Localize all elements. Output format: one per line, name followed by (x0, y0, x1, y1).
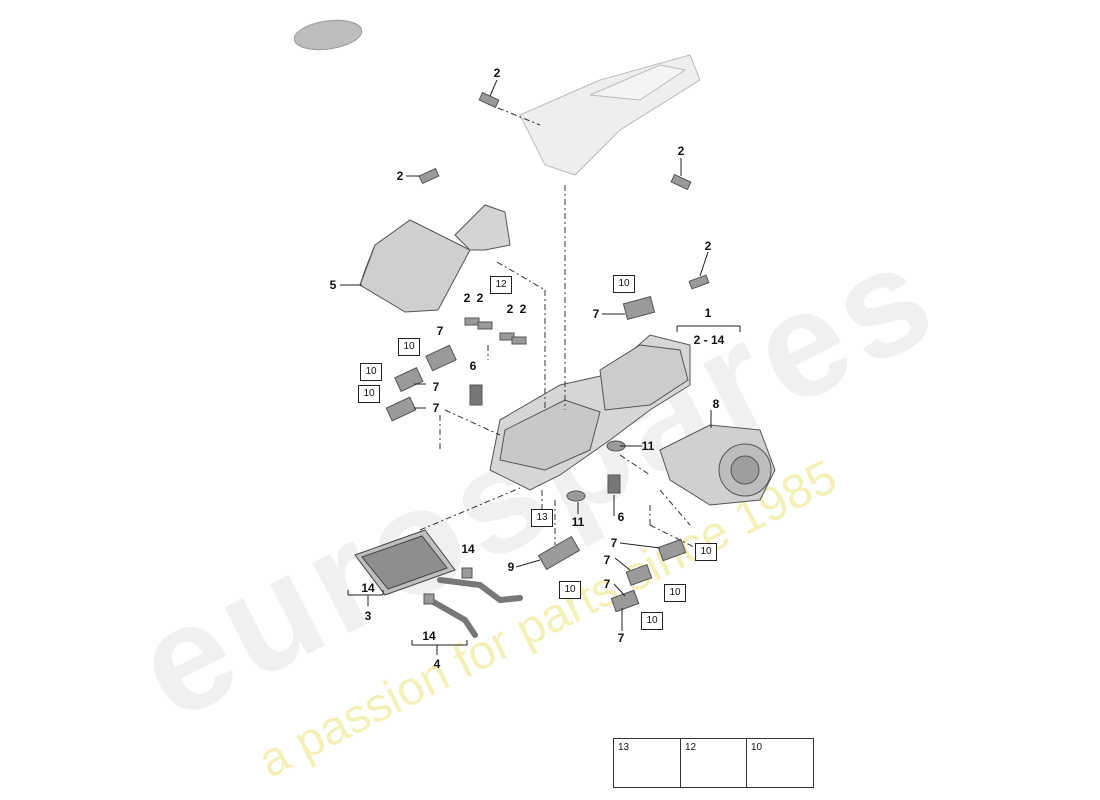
legend-number: 12 (685, 742, 697, 753)
filter-housing (359, 204, 511, 313)
boxed-callout-13: 13 (531, 509, 553, 527)
callout-6: 6 (617, 510, 625, 524)
leader-lines (340, 79, 741, 655)
callout-2: 2 (506, 302, 514, 316)
boxed-callout-10: 10 (360, 363, 382, 381)
callout-7: 7 (592, 307, 600, 321)
blower-motor (659, 424, 776, 506)
callout-11: 11 (641, 439, 655, 453)
legend-number: 10 (751, 742, 763, 753)
boxed-callout-12: 12 (490, 276, 512, 294)
legend-cell: 13 (614, 739, 680, 787)
callout-7: 7 (603, 553, 611, 567)
legend-cell: 12 (680, 739, 747, 787)
callout-2: 2 (704, 239, 712, 253)
callout-7: 7 (432, 380, 440, 394)
callout-2: 2 (519, 302, 527, 316)
callout-7: 7 (603, 577, 611, 591)
callout-14: 14 (361, 581, 375, 595)
boxed-callout-10: 10 (613, 275, 635, 293)
callout-14: 14 (461, 542, 475, 556)
callout-11: 11 (571, 515, 585, 529)
callout-3: 3 (364, 609, 372, 623)
heater-core (354, 529, 456, 596)
callout-7: 7 (436, 324, 444, 338)
callout-4: 4 (433, 657, 441, 671)
callout-2: 2 (493, 66, 501, 80)
legend-box: 13 12 10 (613, 738, 814, 788)
cover-cap (293, 19, 363, 51)
hvac-main-unit (489, 334, 691, 491)
callout-8: 8 (712, 397, 720, 411)
callout-6: 6 (469, 359, 477, 373)
boxed-callout-10: 10 (641, 612, 663, 630)
boxed-callout-10: 10 (664, 584, 686, 602)
coolant-pipes (427, 577, 523, 638)
callout-9: 9 (507, 560, 515, 574)
callout-7: 7 (617, 631, 625, 645)
callout-2: 2 (677, 144, 685, 158)
boxed-callout-10: 10 (398, 338, 420, 356)
legend-number: 13 (618, 742, 630, 753)
boxed-callout-10: 10 (358, 385, 380, 403)
callout-1-range: 2 - 14 (693, 333, 725, 347)
callout-1: 1 (704, 306, 712, 320)
callout-7: 7 (610, 536, 618, 550)
callout-2: 2 (463, 291, 471, 305)
callout-14: 14 (422, 629, 436, 643)
callout-2: 2 (476, 291, 484, 305)
callout-7: 7 (432, 401, 440, 415)
boxed-callout-10: 10 (559, 581, 581, 599)
upper-housing (519, 54, 701, 176)
legend-cell: 10 (746, 739, 813, 787)
actuators (385, 91, 710, 613)
callout-5: 5 (329, 278, 337, 292)
dashed-connectors (419, 107, 701, 551)
boxed-callout-10: 10 (695, 543, 717, 561)
callout-2: 2 (396, 169, 404, 183)
